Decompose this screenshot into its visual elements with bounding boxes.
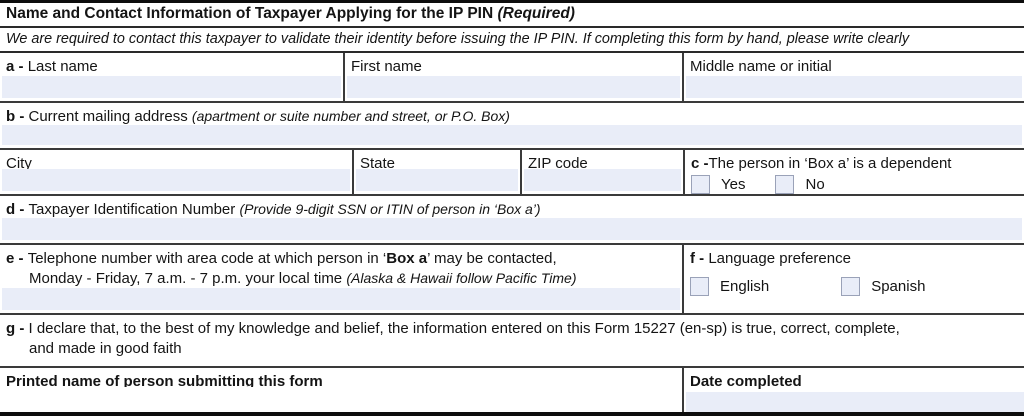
box-a-prefix: a - [6, 58, 28, 75]
zip-code-input[interactable] [524, 169, 681, 191]
language-label: f - Language preference [690, 250, 851, 267]
box-f-prefix: f - [690, 250, 709, 267]
field-last-name: a - Last name [0, 53, 343, 101]
telephone-label-line1: e - Telephone number with area code at w… [6, 250, 557, 267]
tin-label: d - Taxpayer Identification Number (Prov… [6, 201, 541, 218]
printed-name-input[interactable] [2, 387, 680, 409]
box-g-prefix: g - [6, 320, 29, 337]
language-spanish-checkbox[interactable] [841, 276, 861, 296]
declaration-line1: g - I declare that, to the best of my kn… [6, 320, 900, 337]
language-options: English Spanish [690, 276, 1018, 296]
row-tin: d - Taxpayer Identification Number (Prov… [0, 196, 1024, 245]
mailing-address-note: (apartment or suite number and street, o… [191, 108, 510, 124]
field-telephone: e - Telephone number with area code at w… [0, 245, 682, 313]
section-title: Name and Contact Information of Taxpayer… [6, 5, 498, 22]
row-signature: Printed name of person submitting this f… [0, 368, 1024, 412]
row-declaration: g - I declare that, to the best of my kn… [0, 315, 1024, 368]
language-english-label: English [720, 277, 770, 295]
tin-input[interactable] [2, 218, 1022, 240]
state-label: State [360, 155, 396, 172]
date-completed-label: Date completed [690, 373, 802, 390]
zip-code-label: ZIP code [528, 155, 588, 172]
middle-name-label: Middle name or initial [690, 58, 832, 75]
required-note: (Required) [497, 5, 575, 22]
row-city-state-zip: City State ZIP code c -The person in ‘Bo… [0, 150, 1024, 196]
telephone-label-line2: Monday - Friday, 7 a.m. - 7 p.m. your lo… [29, 269, 577, 287]
language-english-checkbox[interactable] [690, 276, 709, 296]
dependent-yes-checkbox[interactable] [691, 174, 710, 194]
field-state: State [352, 150, 520, 194]
instruction-text: We are required to contact this taxpayer… [0, 28, 1024, 53]
field-date-completed: Date completed [682, 368, 1024, 412]
box-b-prefix: b - [6, 108, 29, 125]
date-completed-input[interactable] [686, 392, 1024, 412]
field-tin: d - Taxpayer Identification Number (Prov… [0, 196, 1024, 243]
box-d-prefix: d - [6, 201, 29, 218]
last-name-label: a - Last name [6, 58, 98, 75]
first-name-label: First name [351, 58, 422, 75]
field-printed-name: Printed name of person submitting this f… [0, 368, 682, 412]
telephone-input[interactable] [2, 288, 680, 310]
field-mailing-address: b - Current mailing address (apartment o… [0, 103, 1024, 148]
city-label: City [6, 155, 32, 172]
field-language: f - Language preference English Spanish [682, 245, 1024, 313]
city-input[interactable] [2, 169, 350, 191]
field-zip-code: ZIP code [520, 150, 683, 194]
dependent-no-checkbox[interactable] [775, 174, 795, 194]
dependent-no-label: No [805, 175, 825, 193]
field-first-name: First name [343, 53, 682, 101]
field-city: City [0, 150, 352, 194]
field-middle-name: Middle name or initial [682, 53, 1024, 101]
telephone-note: (Alaska & Hawaii follow Pacific Time) [346, 269, 577, 286]
box-c-prefix: c - [691, 155, 709, 172]
box-e-prefix: e - [6, 250, 28, 267]
middle-name-input[interactable] [686, 76, 1022, 98]
field-declaration: g - I declare that, to the best of my kn… [0, 315, 1024, 366]
dependent-label: c -The person in ‘Box a’ is a dependent [691, 155, 952, 172]
first-name-input[interactable] [347, 76, 680, 98]
row-mailing-address: b - Current mailing address (apartment o… [0, 103, 1024, 150]
mailing-address-input[interactable] [2, 125, 1022, 145]
dependent-yes-label: Yes [721, 175, 746, 193]
state-input[interactable] [356, 169, 518, 191]
field-dependent: c -The person in ‘Box a’ is a dependent … [683, 150, 1024, 194]
mailing-address-label: b - Current mailing address (apartment o… [6, 108, 510, 125]
language-spanish-label: Spanish [871, 277, 926, 295]
printed-name-label: Printed name of person submitting this f… [6, 373, 323, 390]
last-name-input[interactable] [2, 76, 341, 98]
dependent-options: Yes No [691, 174, 1018, 194]
declaration-line2: and made in good faith [29, 339, 182, 357]
row-name: a - Last name First name Middle name or … [0, 53, 1024, 103]
row-telephone-language: e - Telephone number with area code at w… [0, 245, 1024, 315]
section-header: Name and Contact Information of Taxpayer… [0, 3, 1024, 28]
tin-note: (Provide 9-digit SSN or ITIN of person i… [239, 201, 541, 217]
